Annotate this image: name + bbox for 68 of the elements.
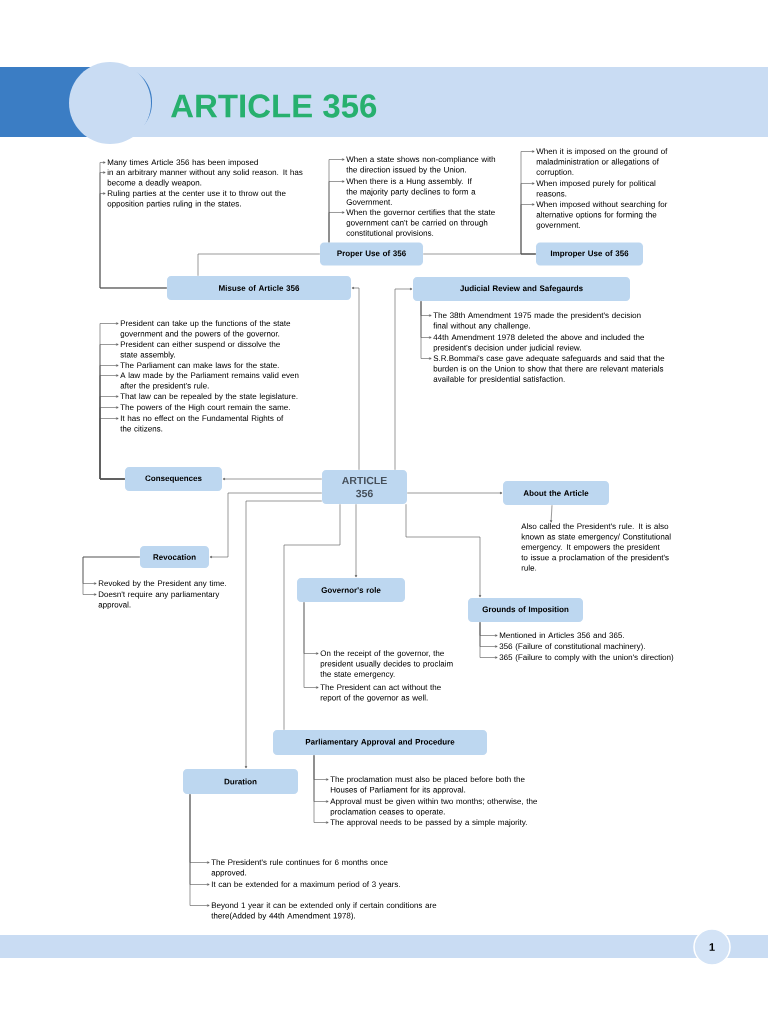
arrow: [189, 793, 210, 907]
title: ARTICLE 356: [171, 94, 377, 118]
arrow: [222, 477, 323, 481]
topic-box: Revocation: [140, 546, 209, 568]
bullet-text: S.R.Bommai's case gave adequate safeguards and said that the burden is on the Union to show that there are relevant materials available for presidential satisfaction.: [433, 355, 665, 384]
arrow: [82, 556, 141, 596]
topic-box: Grounds of Imposition: [468, 598, 583, 622]
topic-box: Duration: [183, 769, 298, 794]
arrow: [99, 192, 168, 289]
bullet-text: 365 (Failure to comply with the union's direction): [499, 654, 674, 662]
topic-box: Consequences: [125, 467, 222, 491]
topic-box: Improper Use of 356: [536, 242, 643, 266]
arrow: [394, 287, 413, 471]
bullet-text: It has no effect on the Fundamental Rights of the citizens.: [120, 415, 284, 432]
arrow: [303, 601, 319, 689]
topic-box: Judicial Review and Safegaurds: [413, 277, 630, 301]
bullet-text: When imposed without searching for alternative options for forming the government.: [536, 201, 668, 230]
arrow: [420, 300, 432, 360]
bullet-text: When imposed purely for political reasons.: [536, 180, 656, 197]
bullet-text: President can take up the functions of the state government and the powers of the governor.: [120, 320, 291, 339]
bullet-text: Also called the President's rule. It is also known as state emergency/ Constitutional emergency. It empowers the president to issue a proclamation of the president's rule.: [521, 523, 671, 571]
topic-box: About the Article: [503, 481, 609, 505]
arrow: [328, 211, 345, 243]
topic-box: Proper Use of 356: [320, 242, 423, 266]
bullet-text: A law made by the Parliament remains valid even after the president's rule.: [120, 372, 299, 391]
bullet-text: The President can act without the report of the governor as well.: [320, 684, 441, 703]
central-box: ARTICLE 356: [322, 470, 407, 504]
bullet-text: When the governor certifies that the state government can't be carried on through constitutional provisions.: [346, 209, 495, 238]
bullet-text: 44th Amendment 1978 deleted the above and included the president's decision under judicial review.: [433, 334, 645, 353]
bullet-text: The President's rule continues for 6 months once approved.: [211, 859, 388, 878]
bullet-text: Beyond 1 year it can be extended only if certain conditions are there(Added by 44th Amendment 1978).: [211, 902, 437, 921]
bullet-text: When it is imposed on the ground of maladministration or allegations of corruption.: [536, 148, 668, 177]
bullet-text: When a state shows non-compliance with the direction issued by the Union.: [346, 156, 496, 175]
arrow: [209, 492, 323, 559]
page-number: 1: [693, 928, 731, 966]
connector-line: [422, 253, 537, 255]
connector-line: [197, 253, 321, 277]
topic-box: Parliamentary Approval and Procedure: [273, 730, 487, 755]
arrow: [351, 286, 360, 471]
bullet-text: Revoked by the President any time.: [98, 580, 226, 588]
arrow: [520, 203, 537, 255]
bullet-text: The 38th Amendment 1975 made the president's decision final without any challenge.: [433, 312, 641, 331]
bullet-text: The approval needs to be passed by a simple majority.: [330, 819, 527, 827]
bullet-text: When there is a Hung assembly. If the majority party declines to form a Government.: [346, 178, 476, 205]
bullet-text: Ruling parties at the center use it to throw out the opposition parties ruling in the states.: [107, 190, 286, 209]
arrow: [405, 503, 482, 598]
arrow: [550, 504, 553, 523]
bullet-text: in an arbitrary manner without any solid reason. It has become a deadly weapon.: [107, 169, 303, 188]
bullet-text: On the receipt of the governor, the president usually decides to proclaim the state emergency.: [320, 650, 453, 679]
bullet-text: 356 (Failure of constitutional machinery).: [499, 643, 645, 651]
arrow: [406, 491, 503, 495]
bullet-text: It can be extended for a maximum period of 3 years.: [211, 881, 400, 889]
bullet-text: That law can be repealed by the state legislature.: [120, 393, 298, 401]
arrow: [244, 500, 323, 769]
arrow: [313, 754, 329, 824]
topic-box: Governor's role: [297, 578, 405, 602]
connector-line: [283, 503, 341, 731]
arrow: [354, 503, 358, 578]
arrow: [479, 621, 498, 659]
topic-box: Misuse of Article 356: [167, 276, 351, 300]
bullet-text: The powers of the High court remain the same.: [120, 404, 290, 412]
bullet-text: The Parliament can make laws for the state.: [120, 362, 279, 369]
bullet-text: Doesn't require any parliamentary approval.: [98, 591, 220, 610]
bullet-text: Many times Article 356 has been imposed: [107, 159, 258, 167]
bullet-text: The proclamation must also be placed before both the Houses of Parliament for its approval.: [330, 776, 525, 795]
bullet-text: President can either suspend or dissolve the state assembly.: [120, 341, 280, 360]
bullet-text: Mentioned in Articles 356 and 365.: [499, 632, 624, 639]
bullet-text: Approval must be given within two months; otherwise, the proclamation ceases to operate.: [330, 798, 538, 817]
